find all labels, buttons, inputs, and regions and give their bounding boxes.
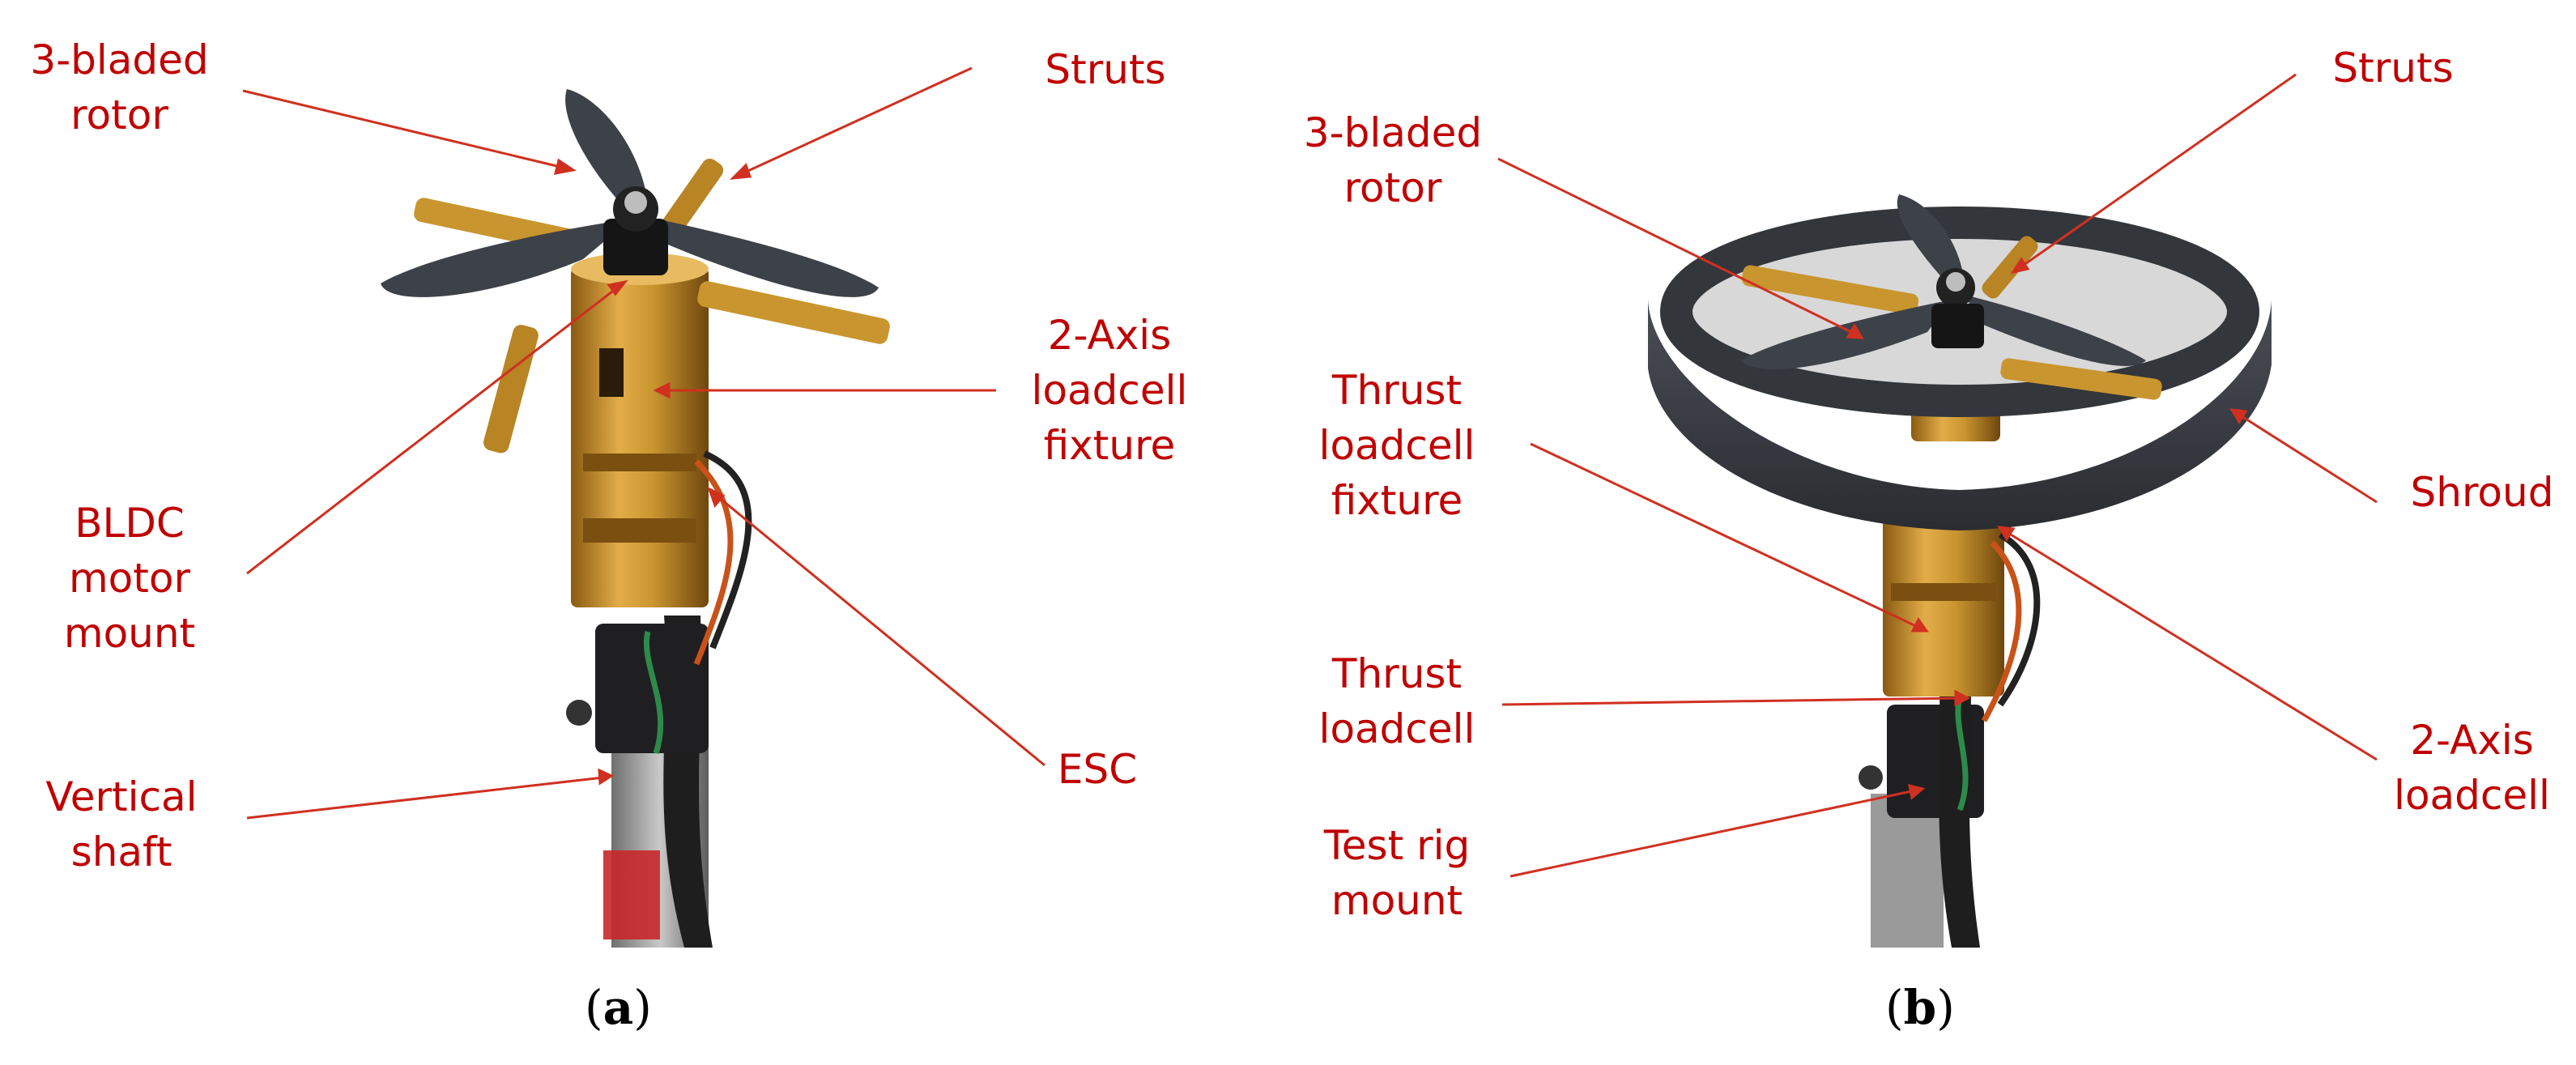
label-fixture: 2-Axis loadcell fixture xyxy=(1031,312,1188,469)
strut-back xyxy=(1982,236,2038,299)
label-shaft: Vertical shaft xyxy=(45,773,198,875)
label-motor-mount: BLDC motor mount xyxy=(63,500,196,657)
strut-left xyxy=(1741,265,1919,315)
label-axis-loadcell: 2-Axis loadcell xyxy=(2394,717,2550,819)
shroud xyxy=(1648,300,2272,530)
label-struts: Struts xyxy=(2332,45,2454,92)
rotor-rig-photo-a xyxy=(242,66,1045,948)
panel-a: 3-bladed rotor Struts 2-Axis loadcell fi… xyxy=(30,36,1188,1035)
rotor-blade-right xyxy=(1968,296,2146,366)
label-shroud: Shroud xyxy=(2410,469,2554,516)
strut-right xyxy=(2000,358,2162,400)
strut-back xyxy=(659,158,724,239)
caption-a: (a) xyxy=(585,980,652,1035)
thrust-loadcell-fixture xyxy=(1883,518,2004,697)
vertical-shaft xyxy=(1871,794,1944,948)
label-rotor: 3-bladed rotor xyxy=(1303,109,1483,211)
rotor-rig-photo-b xyxy=(1497,73,2378,948)
cable-bundle xyxy=(1935,632,1980,948)
rotor-blade-back xyxy=(565,89,648,207)
label-struts: Struts xyxy=(1045,46,1166,93)
label-rotor: 3-bladed rotor xyxy=(30,36,209,138)
rotor-blade-left xyxy=(381,219,632,297)
label-thrust-loadcell: Thrust loadcell xyxy=(1318,650,1475,752)
label-rig-mount: Test rig mount xyxy=(1323,822,1471,924)
rotor-blade-back xyxy=(1897,194,1964,279)
strut-front xyxy=(483,325,539,454)
caption-b: (b) xyxy=(1885,980,1955,1035)
caption-b-letter: b xyxy=(1903,980,1937,1035)
black-clamp xyxy=(595,624,709,753)
panel-b: 3-bladed rotor Struts Thrust loadcell fi… xyxy=(1288,0,2576,1065)
motor-mount xyxy=(1931,304,1984,348)
brass-fixture xyxy=(571,267,709,607)
label-thrust-fixture: Thrust loadcell fixture xyxy=(1318,367,1475,524)
strut-right xyxy=(697,281,890,344)
rotor-blade-left xyxy=(1741,300,1952,370)
red-collar xyxy=(603,850,660,939)
motor-mount xyxy=(603,219,668,275)
caption-a-letter: a xyxy=(602,980,634,1035)
label-esc: ESC xyxy=(1057,746,1138,793)
rotor-blade-right xyxy=(656,219,879,297)
